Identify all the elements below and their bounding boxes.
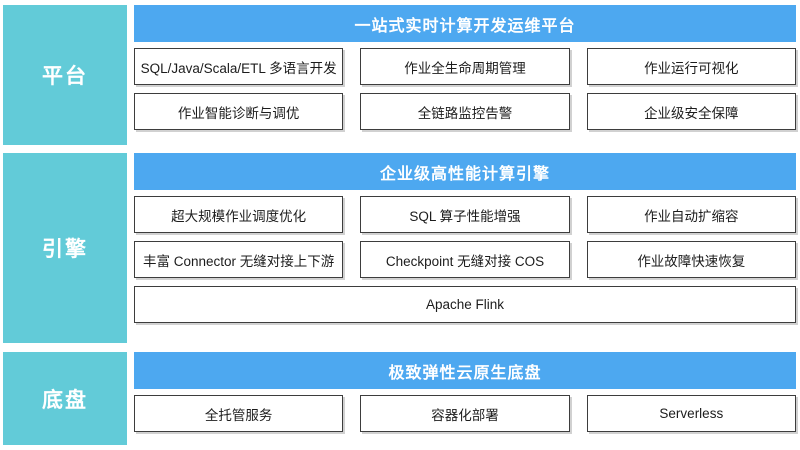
band-header-platform: 一站式实时计算开发运维平台 bbox=[134, 5, 796, 42]
feature-box[interactable]: Checkpoint 无缝对接 COS bbox=[360, 241, 570, 278]
feature-grid-platform: SQL/Java/Scala/ETL 多语言开发 作业全生命周期管理 作业运行可… bbox=[134, 48, 796, 145]
feature-box[interactable]: 作业故障快速恢复 bbox=[586, 241, 796, 278]
feature-box[interactable]: 容器化部署 bbox=[360, 395, 570, 432]
feature-box[interactable]: SQL/Java/Scala/ETL 多语言开发 bbox=[134, 48, 344, 85]
layer-label-chassis: 底盘 bbox=[3, 352, 127, 445]
feature-row: 全托管服务 容器化部署 Serverless bbox=[134, 395, 796, 432]
feature-box[interactable]: 作业智能诊断与调优 bbox=[134, 93, 344, 130]
feature-row: 作业智能诊断与调优 全链路监控告警 企业级安全保障 bbox=[134, 93, 796, 130]
feature-grid-engine: 超大规模作业调度优化 SQL 算子性能增强 作业自动扩缩容 丰富 Connect… bbox=[134, 196, 796, 343]
feature-box[interactable]: 作业全生命周期管理 bbox=[360, 48, 570, 85]
layer-label-engine: 引擎 bbox=[3, 153, 127, 343]
feature-box[interactable]: 超大规模作业调度优化 bbox=[134, 196, 344, 233]
feature-box[interactable]: 丰富 Connector 无缝对接上下游 bbox=[134, 241, 344, 278]
layer-band-platform: 一站式实时计算开发运维平台 SQL/Java/Scala/ETL 多语言开发 作… bbox=[134, 5, 796, 145]
layer-band-engine: 企业级高性能计算引擎 超大规模作业调度优化 SQL 算子性能增强 作业自动扩缩容… bbox=[134, 153, 796, 343]
feature-row: 丰富 Connector 无缝对接上下游 Checkpoint 无缝对接 COS… bbox=[134, 241, 796, 278]
feature-box[interactable]: 作业运行可视化 bbox=[586, 48, 796, 85]
feature-box-apache-flink[interactable]: Apache Flink bbox=[134, 286, 796, 323]
band-header-chassis: 极致弹性云原生底盘 bbox=[134, 352, 796, 389]
feature-row: Apache Flink bbox=[134, 286, 796, 323]
feature-box[interactable]: SQL 算子性能增强 bbox=[360, 196, 570, 233]
feature-grid-chassis: 全托管服务 容器化部署 Serverless bbox=[134, 395, 796, 445]
layer-label-platform: 平台 bbox=[3, 5, 127, 145]
layer-band-chassis: 极致弹性云原生底盘 全托管服务 容器化部署 Serverless bbox=[134, 352, 796, 445]
feature-row: 超大规模作业调度优化 SQL 算子性能增强 作业自动扩缩容 bbox=[134, 196, 796, 233]
feature-box[interactable]: 作业自动扩缩容 bbox=[586, 196, 796, 233]
feature-box[interactable]: Serverless bbox=[586, 395, 796, 432]
feature-box[interactable]: 全链路监控告警 bbox=[360, 93, 570, 130]
feature-box[interactable]: 全托管服务 bbox=[134, 395, 344, 432]
feature-row: SQL/Java/Scala/ETL 多语言开发 作业全生命周期管理 作业运行可… bbox=[134, 48, 796, 85]
feature-box[interactable]: 企业级安全保障 bbox=[586, 93, 796, 130]
band-header-engine: 企业级高性能计算引擎 bbox=[134, 153, 796, 190]
